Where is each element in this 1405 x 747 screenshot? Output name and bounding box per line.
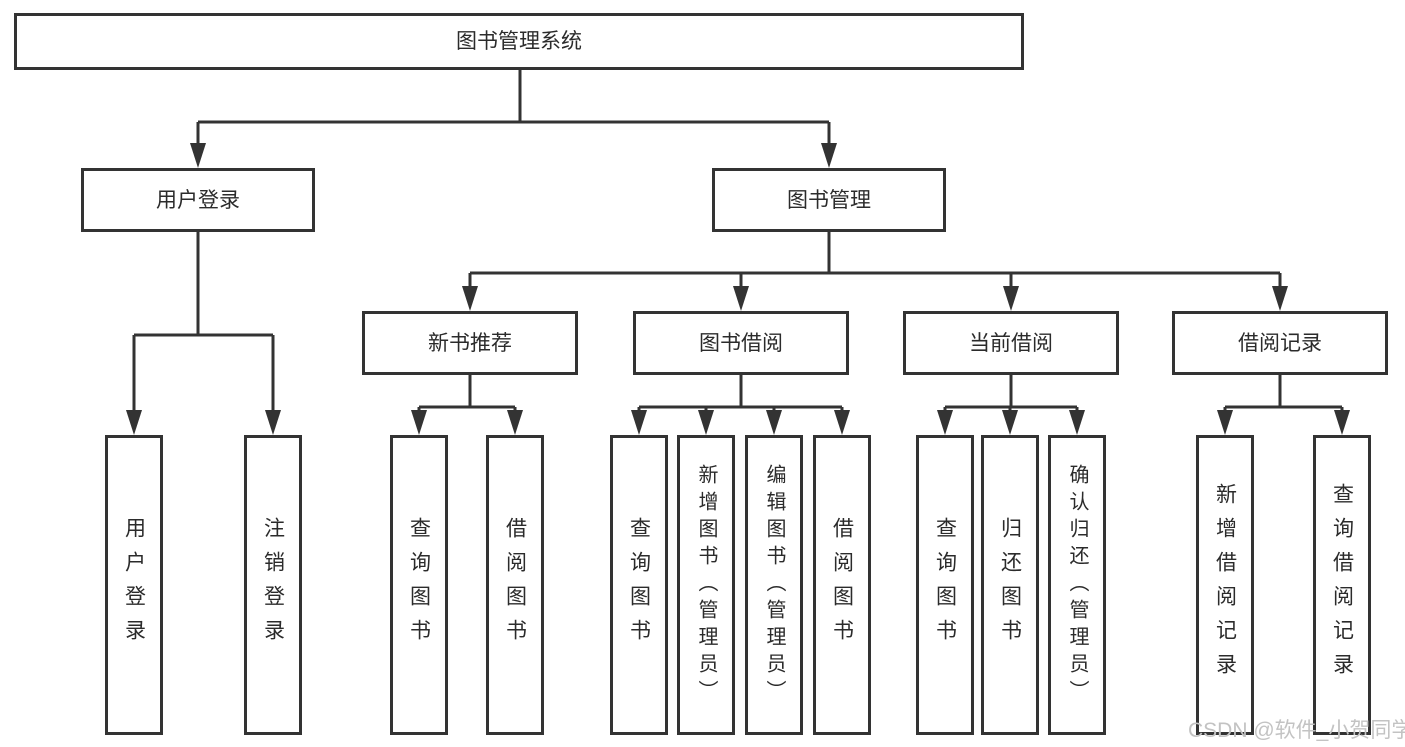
node-user-login-label: 用户登录 [156,188,240,212]
leaf-current-confirm-return-admin: 确认归还（管理员） [1048,435,1106,735]
node-book-borrow: 图书借阅 [633,311,849,375]
leaf-newbooks-borrow-books: 借阅图书 [486,435,544,735]
leaf-records-add-record: 新增借阅记录 [1196,435,1254,735]
leaf-records-add-record-label: 新增借阅记录 [1213,483,1237,687]
leaf-borrow-borrow-books-label: 借阅图书 [830,517,854,653]
node-book-management: 图书管理 [712,168,946,232]
leaf-newbooks-query-books-label: 查询图书 [407,517,431,653]
watermark: CSDN @软件_小贺同学 [1188,719,1405,742]
node-book-borrow-label: 图书借阅 [699,331,783,355]
node-new-book-recommend: 新书推荐 [362,311,578,375]
leaf-newbooks-borrow-books-label: 借阅图书 [503,517,527,653]
leaf-borrow-add-books-admin: 新增图书（管理员） [677,435,735,735]
node-root: 图书管理系统 [14,13,1024,70]
leaf-borrow-edit-books-admin: 编辑图书（管理员） [745,435,803,735]
leaf-borrow-edit-books-admin-label: 编辑图书（管理员） [763,463,785,707]
leaf-borrow-query-books: 查询图书 [610,435,668,735]
node-new-book-recommend-label: 新书推荐 [428,331,512,355]
leaf-user-login: 用户登录 [105,435,163,735]
node-current-borrow-label: 当前借阅 [969,331,1053,355]
node-book-management-label: 图书管理 [787,188,871,212]
leaf-records-query-record-label: 查询借阅记录 [1330,483,1354,687]
leaf-current-confirm-return-admin-label: 确认归还（管理员） [1066,463,1088,707]
node-borrow-records-label: 借阅记录 [1238,331,1322,355]
leaf-borrow-borrow-books: 借阅图书 [813,435,871,735]
leaf-current-query-books-label: 查询图书 [933,517,957,653]
node-borrow-records: 借阅记录 [1172,311,1388,375]
leaf-current-return-books: 归还图书 [981,435,1039,735]
leaf-borrow-add-books-admin-label: 新增图书（管理员） [695,463,717,707]
leaf-borrow-query-books-label: 查询图书 [627,517,651,653]
leaf-user-login-label: 用户登录 [122,517,146,653]
node-current-borrow: 当前借阅 [903,311,1119,375]
leaf-logout: 注销登录 [244,435,302,735]
leaf-current-query-books: 查询图书 [916,435,974,735]
leaf-newbooks-query-books: 查询图书 [390,435,448,735]
leaf-logout-label: 注销登录 [261,517,285,653]
node-root-label: 图书管理系统 [456,30,582,53]
leaf-current-return-books-label: 归还图书 [998,517,1022,653]
leaf-records-query-record: 查询借阅记录 [1313,435,1371,735]
node-user-login: 用户登录 [81,168,315,232]
